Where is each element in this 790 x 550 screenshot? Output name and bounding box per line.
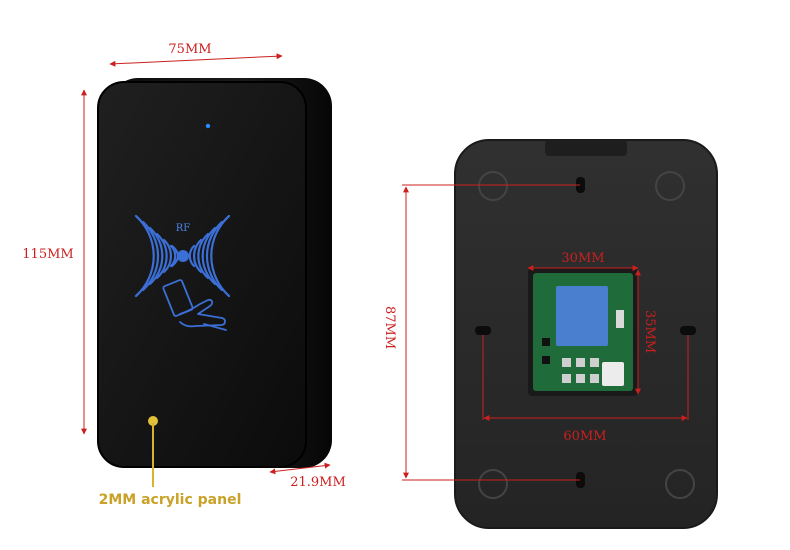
pcb-component [616,310,624,328]
mount-hole-bottom-left [478,469,508,499]
pcb-component [542,338,550,346]
hole-spacing-h-label: 60MM [563,429,606,444]
front-width-label: 75MM [168,42,211,57]
hole-spacing-v-label: 87MM [382,306,397,349]
front-depth-dimension: 21.9MM [269,462,346,490]
terminal-pad [562,358,571,367]
slot-hole-right [680,326,696,335]
front-width-dimension: 75MM [109,42,283,67]
slot-hole-top [576,177,585,193]
led-dot-icon [205,123,211,129]
relay-block [556,286,608,346]
front-depth-label: 21.9MM [290,475,346,490]
terminal-pad [590,374,599,383]
rf-label: RF [176,223,191,234]
module-width-label: 30MM [561,251,604,266]
slot-hole-left [475,326,491,335]
panel-callout-text: 2MM acrylic panel [99,492,242,508]
back-top-notch [545,140,627,156]
front-height-dimension: 115MM [22,89,87,435]
front-height-label: 115MM [22,247,73,262]
module-height-dimension: 35MM [635,269,657,395]
module-width-dimension: 30MM [527,251,639,271]
terminal-pad [590,358,599,367]
mount-hole-bottom-right [665,469,695,499]
mount-hole-top-left [478,171,508,201]
pcb-component [542,356,550,364]
mount-hole-top-right [655,171,685,201]
connector [602,362,624,386]
card-hand-icon [162,279,227,331]
front-device: RF [97,78,332,468]
terminal-pad [576,358,585,367]
terminal-pad [576,374,585,383]
back-device [454,139,718,529]
hole-spacing-v-dimension: 87MM [382,184,580,481]
terminal-pad [562,374,571,383]
module-height-label: 35MM [642,310,657,353]
slot-hole-bottom [576,472,585,488]
panel-marker-dot [148,416,158,426]
front-device-face [97,81,307,468]
hole-spacing-h-dimension: 60MM [482,335,689,444]
rf-wave-icon [134,214,231,298]
rf-center-dot [177,250,189,262]
